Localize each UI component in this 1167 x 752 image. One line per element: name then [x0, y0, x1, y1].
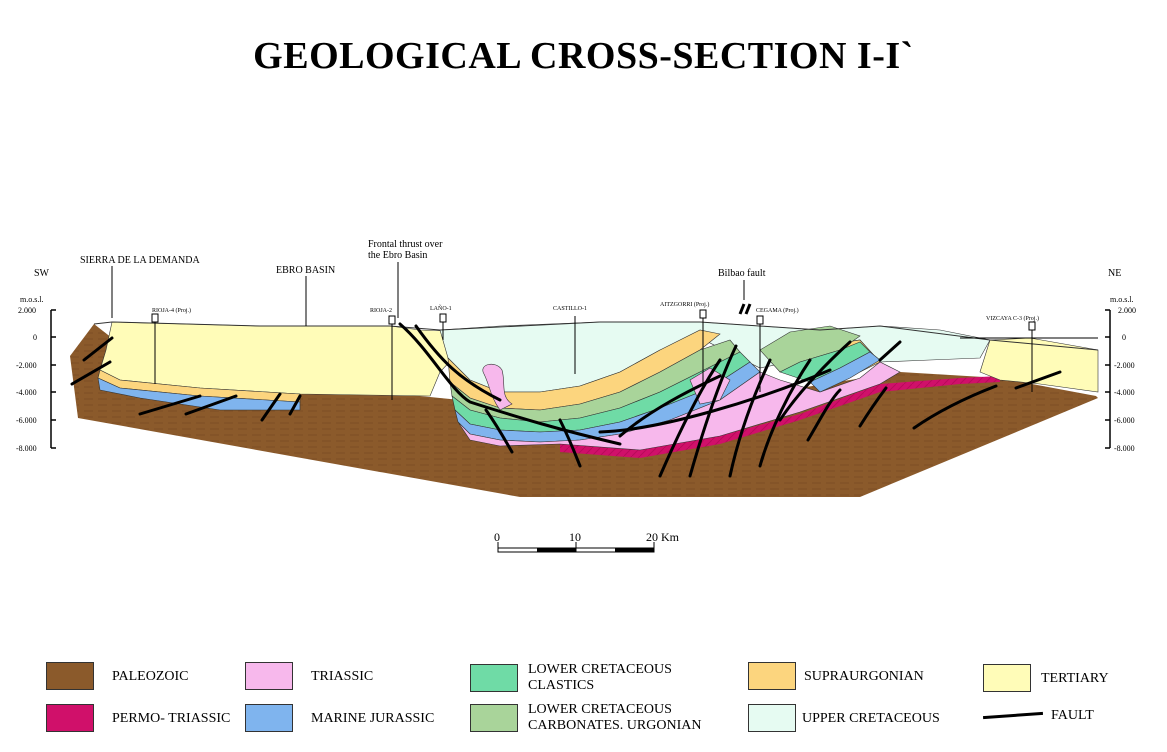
depth-label-left: -2.000 — [16, 361, 37, 370]
depth-label-right: -4.000 — [1114, 388, 1135, 397]
upper-cretaceous-swatch — [748, 704, 796, 732]
legend-label: CLASTICS — [528, 678, 672, 694]
legend-item-lc-carbonates: LOWER CRETACEOUS CARBONATES. URGONIAN — [470, 702, 701, 734]
scale-label-20: 20 Km — [646, 530, 680, 544]
legend-item-supraurgonian: SUPRAURGONIAN — [748, 662, 924, 690]
legend-label: CARBONATES. URGONIAN — [528, 718, 701, 734]
legend-label: PALEOZOIC — [112, 669, 189, 684]
well-label-castillo: CASTILLO-1 — [553, 306, 587, 312]
well-label-rioja4: RIOJA-4 (Proj.) — [152, 307, 191, 314]
depth-axis-left — [51, 310, 56, 448]
well-label-lano: LAÑO-1 — [430, 304, 452, 312]
sw-label: SW — [34, 268, 50, 279]
legend-label: MARINE JURASSIC — [311, 711, 434, 726]
mosl-label-right: m.o.s.l. — [1110, 295, 1134, 304]
marine-jurassic-swatch — [245, 704, 293, 732]
depth-label-left: -4.000 — [16, 388, 37, 397]
legend-item-tertiary: TERTIARY — [983, 664, 1109, 692]
paleozoic-swatch — [46, 662, 94, 690]
frontal-thrust-label-2: the Ebro Basin — [368, 250, 427, 261]
well-label-vizcaya: VIZCAYA C-3 (Proj.) — [986, 315, 1039, 322]
depth-label-right: -8.000 — [1114, 444, 1135, 453]
mosl-label-left: m.o.s.l. — [20, 295, 44, 304]
scale-label-10: 10 — [569, 530, 581, 544]
depth-label-left: 2.000 — [18, 306, 36, 315]
legend-item-fault: FAULT — [983, 708, 1094, 723]
permo-triassic-swatch — [46, 704, 94, 732]
legend-item-paleozoic: PALEOZOIC — [46, 662, 189, 690]
legend: PALEOZOIC PERMO- TRIASSIC TRIASSIC MARIN… — [0, 652, 1167, 752]
frontal-thrust-label-1: Frontal thrust over — [368, 239, 443, 250]
bilbao-fault-label: Bilbao fault — [718, 268, 766, 279]
scale-label-0: 0 — [494, 530, 500, 544]
legend-label: TERTIARY — [1041, 671, 1109, 686]
lc-carbonates-swatch — [470, 704, 518, 732]
depth-label-left: -6.000 — [16, 416, 37, 425]
legend-label: PERMO- TRIASSIC — [112, 711, 230, 726]
legend-item-permo-triassic: PERMO- TRIASSIC — [46, 704, 230, 732]
depth-label-right: 0 — [1122, 333, 1126, 342]
depth-axis-right — [1105, 310, 1110, 448]
well-label-aitzgorri: AITZGORRI (Proj.) — [660, 301, 709, 308]
legend-item-lc-clastics: LOWER CRETACEOUS CLASTICS — [470, 662, 672, 694]
depth-label-left: 0 — [33, 333, 37, 342]
tertiary-swatch — [983, 664, 1031, 692]
legend-item-upper-cretaceous: UPPER CRETACEOUS — [748, 704, 940, 732]
depth-label-right: -2.000 — [1114, 361, 1135, 370]
supraurgonian-swatch — [748, 662, 796, 690]
legend-label: FAULT — [1051, 708, 1094, 723]
depth-label-right: 2.000 — [1118, 306, 1136, 315]
legend-label: LOWER CRETACEOUS — [528, 662, 672, 678]
ne-label: NE — [1108, 268, 1121, 279]
ebro-basin-label: EBRO BASIN — [276, 265, 335, 276]
fault-line-swatch — [983, 712, 1043, 719]
well-label-cegama: CEGAMA (Proj.) — [756, 307, 799, 314]
sierra-label: SIERRA DE LA DEMANDA — [80, 255, 201, 266]
legend-label: TRIASSIC — [311, 669, 373, 684]
legend-label: SUPRAURGONIAN — [804, 669, 924, 684]
legend-item-triassic: TRIASSIC — [245, 662, 373, 690]
depth-label-left: -8.000 — [16, 444, 37, 453]
lc-clastics-swatch — [470, 664, 518, 692]
triassic-swatch — [245, 662, 293, 690]
depth-label-right: -6.000 — [1114, 416, 1135, 425]
legend-item-marine-jurassic: MARINE JURASSIC — [245, 704, 434, 732]
legend-label: LOWER CRETACEOUS — [528, 702, 701, 718]
legend-label: UPPER CRETACEOUS — [802, 711, 940, 726]
well-label-rioja2: RIOJA-2 — [370, 308, 392, 314]
